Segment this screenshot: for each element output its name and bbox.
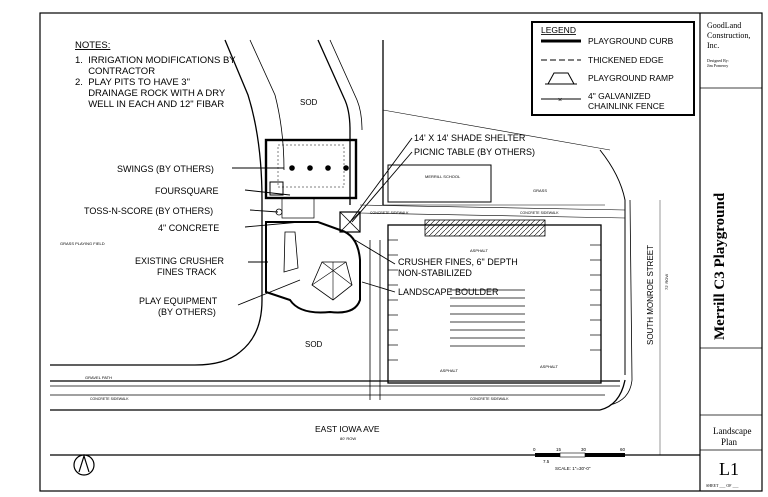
legend-title: LEGEND	[541, 25, 576, 35]
callout-shade-shelter: 14' X 14' SHADE SHELTER	[414, 133, 526, 143]
legend-item: CHAINLINK FENCE	[588, 101, 665, 111]
sheet-title: Landscape	[713, 426, 751, 436]
grass-field-label: GRASS PLAYING FIELD	[60, 241, 105, 246]
note-line: 2. PLAY PITS TO HAVE 3"	[75, 77, 190, 88]
title-block: GoodLand Construction, Inc. Designed By:…	[700, 21, 762, 488]
note-line: 1. IRRIGATION MODIFICATIONS BY	[75, 55, 236, 66]
company-name: GoodLand	[707, 21, 741, 30]
site-linework	[50, 39, 700, 456]
callout-play-equipment: (BY OTHERS)	[158, 307, 216, 317]
legend: LEGEND PLAYGROUND CURB THICKENED EDGE PL…	[531, 21, 695, 116]
street-name-east: SOUTH MONROE STREET	[646, 245, 655, 345]
callout-leaders	[232, 137, 413, 306]
sidewalk-label: CONCRETE SIDEWALK	[520, 211, 559, 215]
parking-stall-lines	[388, 239, 601, 361]
sidewalk-label: CONCRETE SIDEWALK	[470, 397, 509, 401]
scale-tick: 60	[620, 447, 626, 452]
asphalt-label: ASPHALT	[470, 248, 488, 253]
callout-toss: TOSS-N-SCORE (BY OTHERS)	[84, 206, 213, 216]
callout-picnic-table: PICNIC TABLE (BY OTHERS)	[414, 147, 535, 157]
designer-name: Jim Pomeroy	[707, 63, 728, 68]
ramp-symbol	[547, 72, 575, 85]
legend-item: PLAYGROUND CURB	[588, 36, 674, 46]
legend-item: 4" GALVANIZED	[588, 91, 651, 101]
school-label: MERRILL SCHOOL	[425, 174, 461, 179]
asphalt-label: ASPHALT	[440, 368, 458, 373]
street-name-south: EAST IOWA AVE	[315, 424, 380, 434]
sheet-title: Plan	[721, 437, 738, 447]
sod-label: SOD	[300, 98, 318, 107]
sidewalk-label: CONCRETE SIDEWALK	[90, 397, 129, 401]
street-row-east: 72' ROW	[664, 274, 669, 290]
scale-tick: 30	[581, 447, 587, 452]
callout-existing-track: EXISTING CRUSHER	[135, 256, 225, 266]
site-labels: SOD SOD MERRILL SCHOOL GRASS PLAYING FIE…	[60, 98, 669, 441]
callouts: 14' X 14' SHADE SHELTER PICNIC TABLE (BY…	[84, 133, 535, 317]
sheet-border	[39, 12, 763, 492]
sheet-of-label: SHEET ___ OF ___	[706, 483, 739, 488]
scale-tick: 7.5	[543, 459, 550, 464]
callout-crusher-fines: CRUSHER FINES, 6" DEPTH	[398, 257, 518, 267]
legend-item: PLAYGROUND RAMP	[588, 73, 674, 83]
note-line: WELL IN EACH AND 12" FIBAR	[75, 99, 224, 110]
scale-tick: 0	[533, 447, 536, 452]
note-line: DRAINAGE ROCK WITH A DRY	[75, 88, 226, 99]
scale-tick: 15	[556, 447, 562, 452]
company-name: Construction,	[707, 31, 750, 40]
callout-foursquare: FOURSQUARE	[155, 186, 219, 196]
grass-label: GRASS	[533, 188, 547, 193]
callout-concrete: 4" CONCRETE	[158, 223, 219, 233]
notes-block: NOTES: 1. IRRIGATION MODIFICATIONS BY CO…	[75, 40, 236, 110]
notes-title: NOTES:	[75, 40, 110, 51]
fence-symbol-x: ×	[558, 97, 562, 104]
scale-note: SCALE: 1"=30'-0"	[555, 466, 591, 471]
note-line: CONTRACTOR	[75, 66, 155, 77]
sheet-number: L1	[719, 459, 739, 479]
callout-existing-track: FINES TRACK	[157, 267, 216, 277]
sidewalk-label: CONCRETE SIDEWALK	[370, 211, 409, 215]
callout-play-equipment: PLAY EQUIPMENT	[139, 296, 218, 306]
asphalt-label: ASPHALT	[540, 364, 558, 369]
sod-label: SOD	[305, 340, 323, 349]
callout-swings: SWINGS (BY OTHERS)	[117, 164, 214, 174]
callout-boulder: LANDSCAPE BOULDER	[398, 287, 499, 297]
playground-area	[264, 138, 361, 314]
company-name: Inc.	[707, 41, 719, 50]
callout-crusher-fines: NON-STABILIZED	[398, 268, 472, 278]
north-arrow-icon	[73, 453, 95, 476]
scale-bar: 0 7.5 15 30 60 SCALE: 1"=30'-0"	[533, 447, 626, 471]
designed-by-label: Designed By:	[707, 58, 729, 63]
project-title: Merrill C3 Playground	[712, 192, 728, 340]
legend-item: THICKENED EDGE	[588, 55, 664, 65]
street-row-south: 80' ROW	[340, 436, 356, 441]
gravel-path-label: GRAVEL PATH	[85, 375, 112, 380]
